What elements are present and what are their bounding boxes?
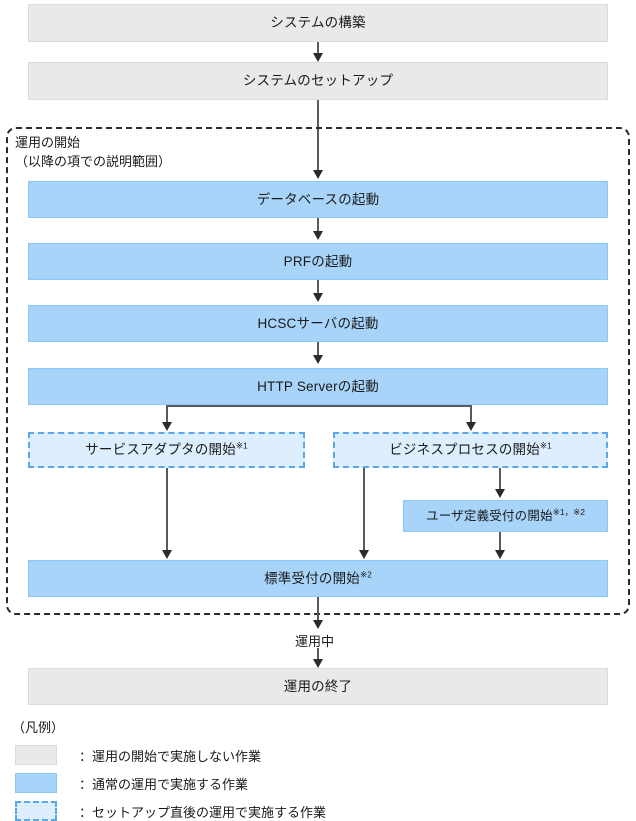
legend-text-not-performed: ：運用の開始で実施しない作業 xyxy=(79,748,262,764)
node-operation-end[interactable]: 運用の終了 xyxy=(28,668,608,705)
node-db-start-label: データベースの起動 xyxy=(256,191,380,207)
node-service-adapter-label: サービスアダプタの開始※1 xyxy=(85,440,248,458)
edge-label-in-operation: 運用中 xyxy=(292,631,338,650)
node-user-reception[interactable]: ユーザ定義受付の開始※1，※2 xyxy=(403,500,608,532)
node-build-label: システムの構築 xyxy=(270,15,366,31)
arrowhead-setup-to-db xyxy=(312,170,323,179)
legend-text-after-setup: ：セットアップ直後の運用で実施する作業 xyxy=(79,804,327,820)
arrowhead-business-process-to-user-reception xyxy=(494,489,505,498)
arrowhead-business-process-to-standard xyxy=(358,550,369,559)
legend-item-not-performed: ：運用の開始で実施しない作業 xyxy=(15,744,261,766)
connector-http-branch-left xyxy=(166,405,318,407)
connector-build-to-setup xyxy=(317,42,319,56)
node-setup-label: システムのセットアップ xyxy=(242,73,394,89)
connector-hcsc-to-http xyxy=(317,342,319,356)
node-standard-reception-label: 標準受付の開始※2 xyxy=(264,569,372,586)
arrowhead-standard-to-operating xyxy=(312,620,323,629)
arrowhead-user-reception-to-standard xyxy=(494,550,505,559)
legend-item-normal-operation: ：通常の運用で実施する作業 xyxy=(15,772,248,794)
arrowhead-http-to-service-adapter xyxy=(161,422,172,431)
connector-setup-to-db xyxy=(317,100,319,170)
node-business-process[interactable]: ビジネスプロセスの開始※1 xyxy=(333,432,608,468)
connector-service-adapter-to-standard xyxy=(166,468,168,552)
node-standard-reception-note: ※2 xyxy=(360,569,372,580)
connector-user-reception-to-standard xyxy=(499,532,501,552)
connector-business-process-to-standard xyxy=(363,468,365,552)
connector-business-process-to-user-reception xyxy=(499,468,501,490)
node-service-adapter-note: ※1 xyxy=(235,440,248,451)
node-http-start-label: HTTP Serverの起動 xyxy=(257,378,379,394)
connector-prf-to-hcsc xyxy=(317,280,319,294)
node-standard-reception[interactable]: 標準受付の開始※2 xyxy=(28,560,608,597)
legend-swatch-gray xyxy=(15,745,57,765)
connector-http-to-business-process xyxy=(470,405,472,423)
node-business-process-note: ※1 xyxy=(539,440,552,451)
node-build[interactable]: システムの構築 xyxy=(28,4,608,42)
node-hcsc-start[interactable]: HCSCサーバの起動 xyxy=(28,305,608,342)
node-operation-end-label: 運用の終了 xyxy=(283,678,353,694)
group-operation-start-title: 運用の開始 （以降の項での説明範囲） xyxy=(15,134,171,172)
group-title-line2: （以降の項での説明範囲） xyxy=(15,153,172,169)
node-db-start[interactable]: データベースの起動 xyxy=(28,181,608,218)
node-hcsc-start-label: HCSCサーバの起動 xyxy=(257,315,379,331)
connector-http-branch-right xyxy=(317,405,471,407)
connector-operating-to-end xyxy=(317,648,319,662)
legend-title: （凡例） xyxy=(12,720,65,735)
arrowhead-service-adapter-to-standard xyxy=(161,550,172,559)
legend-text-normal-operation: ：通常の運用で実施する作業 xyxy=(79,776,249,792)
node-prf-start-label: PRFの起動 xyxy=(283,253,353,269)
group-title-line1: 運用の開始 xyxy=(15,135,81,150)
node-service-adapter[interactable]: サービスアダプタの開始※1 xyxy=(28,432,305,468)
legend-swatch-dashed xyxy=(15,801,57,821)
legend-item-after-setup: ：セットアップ直後の運用で実施する作業 xyxy=(15,800,326,821)
node-setup[interactable]: システムのセットアップ xyxy=(28,62,608,100)
connector-standard-to-operating xyxy=(317,597,319,623)
arrowhead-operating-to-end xyxy=(312,659,323,668)
connector-db-to-prf xyxy=(317,218,319,232)
node-business-process-label: ビジネスプロセスの開始※1 xyxy=(389,440,552,458)
arrowhead-hcsc-to-http xyxy=(312,355,323,364)
arrowhead-http-to-business-process xyxy=(465,422,476,431)
arrowhead-build-to-setup xyxy=(312,53,323,62)
arrowhead-prf-to-hcsc xyxy=(312,293,323,302)
connector-http-to-service-adapter xyxy=(166,405,168,423)
node-prf-start[interactable]: PRFの起動 xyxy=(28,243,608,280)
node-user-reception-note: ※1，※2 xyxy=(552,506,585,517)
legend-swatch-blue xyxy=(15,773,57,793)
node-user-reception-label: ユーザ定義受付の開始※1，※2 xyxy=(426,506,585,523)
arrowhead-db-to-prf xyxy=(312,231,323,240)
node-http-start[interactable]: HTTP Serverの起動 xyxy=(28,368,608,405)
